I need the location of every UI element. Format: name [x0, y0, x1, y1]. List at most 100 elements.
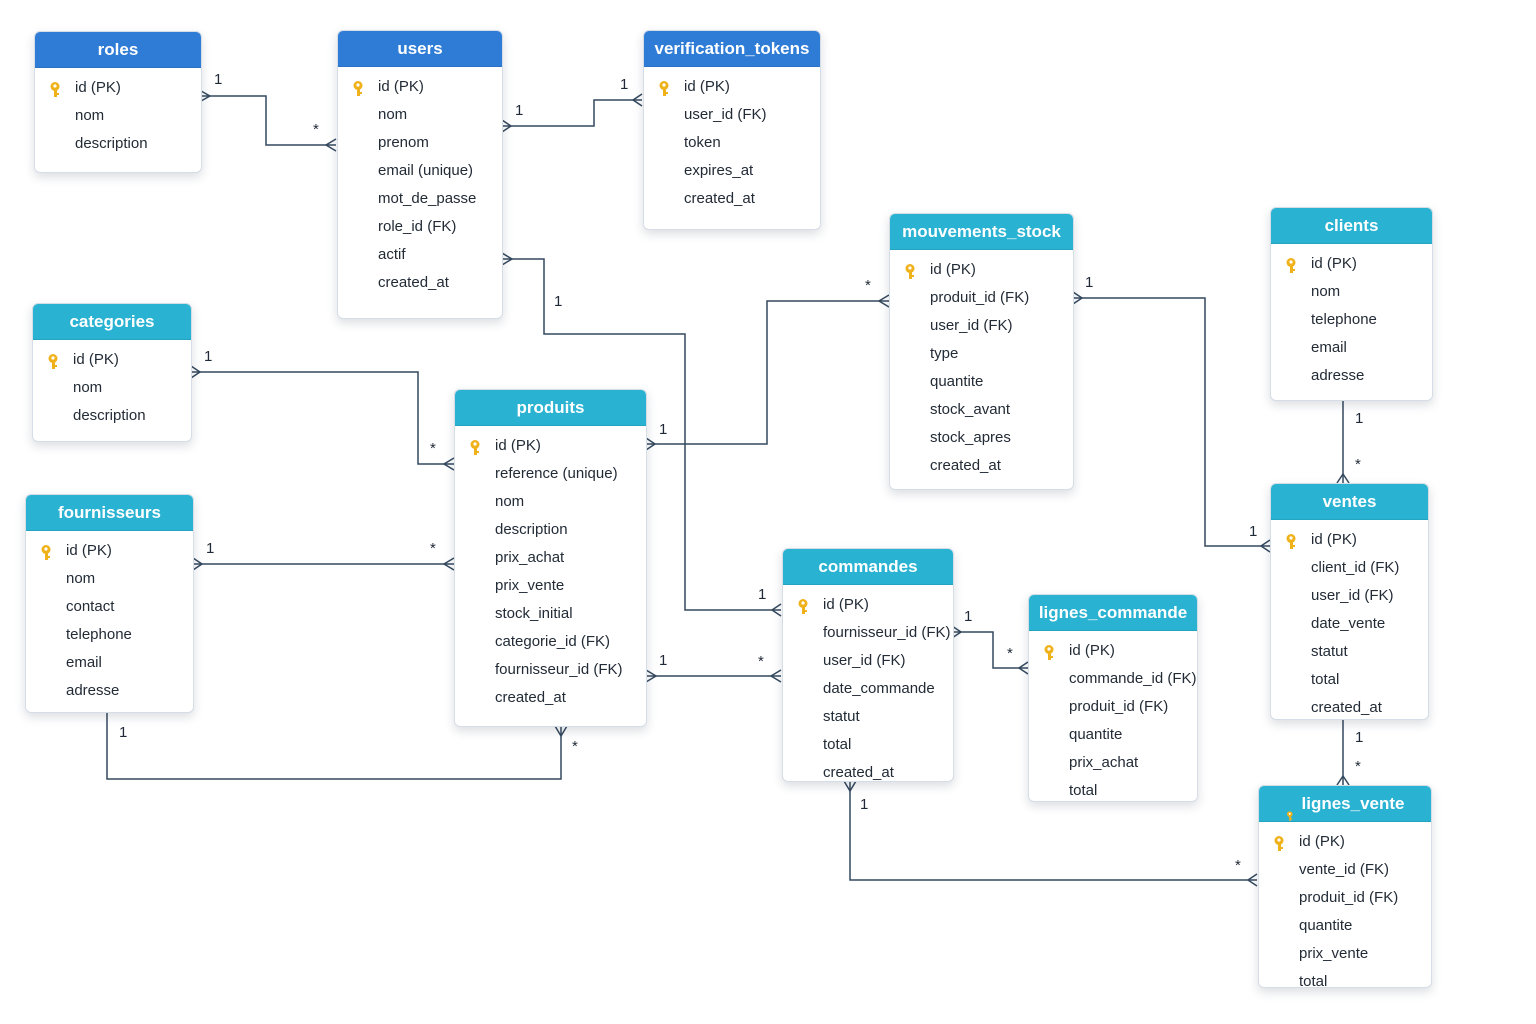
field: user_id (FK) [783, 647, 953, 675]
key-icon [797, 597, 813, 614]
field: email [1271, 334, 1432, 362]
primary-key-field: id (PK) [890, 256, 1073, 284]
key-icon [1273, 834, 1289, 851]
field: user_id (FK) [644, 101, 820, 129]
field: created_at [783, 759, 953, 781]
field: stock_avant [890, 396, 1073, 424]
field-label: id (PK) [495, 437, 541, 454]
crowfoot-tokens-end [631, 93, 643, 107]
field-label: categorie_id (FK) [495, 633, 611, 650]
field-list: id (PK)fournisseur_id (FK)user_id (FK)da… [783, 585, 953, 781]
key-icon [49, 80, 65, 97]
field-label: stock_apres [930, 429, 1011, 446]
field: date_vente [1271, 610, 1428, 638]
key-icon [40, 543, 56, 560]
cardinality-label: 1 [206, 540, 215, 557]
field-list: id (PK)client_id (FK)user_id (FK)date_ve… [1271, 520, 1428, 719]
field-label: expires_at [684, 162, 754, 179]
entity-title: mouvements_stock [890, 214, 1073, 250]
rel-users-commandes [502, 258, 781, 611]
cardinality-label: * [1355, 456, 1361, 473]
field: statut [783, 703, 953, 731]
field-label: prenom [378, 134, 429, 151]
key-icon [1285, 532, 1301, 549]
field-label: produit_id (FK) [1299, 889, 1399, 906]
field: produit_id (FK) [1029, 693, 1197, 721]
field-label: email [1311, 339, 1347, 356]
primary-key-field: id (PK) [1259, 828, 1431, 856]
field: stock_apres [890, 424, 1073, 452]
field-label: produit_id (FK) [1069, 698, 1169, 715]
field: total [783, 731, 953, 759]
field: type [890, 340, 1073, 368]
field-label: user_id (FK) [1311, 587, 1394, 604]
field-label: id (PK) [73, 351, 119, 368]
field-label: adresse [66, 682, 120, 699]
key-icon [1285, 256, 1301, 273]
rel-commandes-lignes [952, 631, 1028, 669]
field: adresse [26, 677, 193, 705]
field: quantite [1259, 912, 1431, 940]
crowfoot-commandes-end3 [951, 625, 963, 639]
field-label: id (PK) [1299, 833, 1345, 850]
field-label: created_at [378, 274, 449, 291]
cardinality-label: 1 [1249, 523, 1258, 540]
field: created_at [1271, 694, 1428, 719]
cardinality-label: * [1235, 857, 1241, 874]
entity-title: lignes_commande [1029, 595, 1197, 631]
field: email (unique) [338, 157, 502, 185]
field-label: produit_id (FK) [930, 289, 1030, 306]
field-label: telephone [66, 626, 132, 643]
field-label: actif [378, 246, 406, 263]
field: created_at [890, 452, 1073, 480]
cardinality-label: 1 [554, 293, 563, 310]
field-label: quantite [930, 373, 984, 390]
cardinality-label: 1 [1355, 729, 1364, 746]
field-label: token [684, 134, 721, 151]
field-label: total [1069, 782, 1098, 799]
field-label: created_at [495, 689, 566, 706]
field-label: role_id (FK) [378, 218, 457, 235]
field: description [33, 402, 191, 430]
field: prenom [338, 129, 502, 157]
field: created_at [455, 684, 646, 712]
field-list: id (PK)commande_id (FK)produit_id (FK)qu… [1029, 631, 1197, 801]
primary-key-field: id (PK) [644, 73, 820, 101]
field-label: stock_avant [930, 401, 1011, 418]
crowfoot-produits-bottom [554, 725, 568, 738]
crowfoot-commandes-end [770, 603, 782, 617]
rel-produits-mouvements [646, 300, 889, 445]
field-label: commande_id (FK) [1069, 670, 1197, 687]
entity-title: lignes_vente [1259, 786, 1431, 822]
key-icon [904, 262, 920, 279]
field-label: id (PK) [1311, 255, 1357, 272]
cardinality-label: * [758, 653, 764, 670]
crowfoot-lignes-vente-end [1246, 873, 1258, 887]
crowfoot-users-end [324, 138, 337, 152]
field: telephone [1271, 306, 1432, 334]
field: total [1271, 666, 1428, 694]
crowfoot-lignes-commande-end [1017, 661, 1029, 675]
field-label: email (unique) [378, 162, 474, 179]
key-icon [658, 79, 674, 96]
field-label: statut [823, 708, 860, 725]
field-label: nom [73, 379, 103, 396]
entity-title: fournisseurs [26, 495, 193, 531]
field-label: fournisseur_id (FK) [495, 661, 623, 678]
entity-title: produits [455, 390, 646, 426]
field: total [1029, 777, 1197, 801]
key-icon [469, 438, 485, 455]
entity-title: verification_tokens [644, 31, 820, 67]
rel-users-tokens [502, 99, 642, 127]
field-label: id (PK) [66, 542, 112, 559]
